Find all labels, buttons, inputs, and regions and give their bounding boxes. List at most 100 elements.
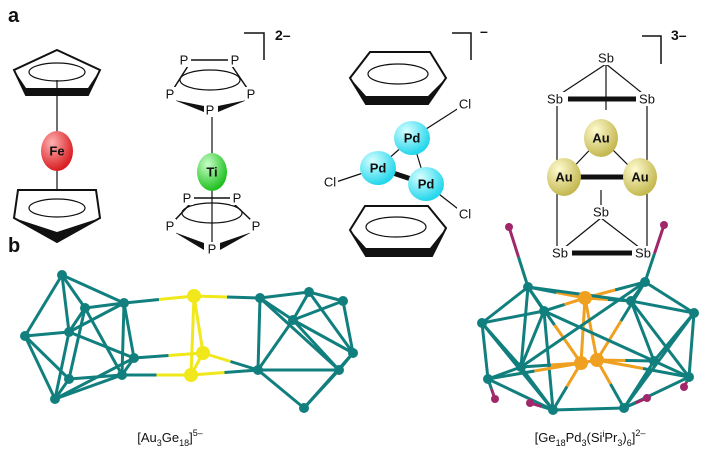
bond (256, 319, 295, 371)
iron-atom (41, 131, 73, 171)
bond (520, 280, 646, 369)
ge-atom (539, 306, 549, 316)
charge-bracket (452, 32, 472, 60)
bond (256, 297, 262, 371)
bond (192, 295, 205, 354)
charge-label: 2– (275, 27, 291, 43)
bond (487, 377, 554, 412)
bond (67, 307, 87, 380)
formula-au3ge18: [Au3Ge18]5– (137, 428, 203, 448)
ge-atom (548, 405, 558, 415)
bond (596, 358, 644, 370)
bond (226, 295, 261, 300)
gold-atom (623, 158, 657, 196)
ge-atom (523, 282, 533, 292)
ge-atom (516, 362, 526, 372)
ge-atom (253, 365, 263, 375)
phosphorus-label: P (208, 242, 217, 257)
bond (292, 299, 344, 322)
bond (61, 273, 125, 305)
au-atom (187, 289, 201, 303)
gold-label: Au (631, 170, 648, 185)
bond (519, 310, 546, 368)
bond (653, 359, 690, 379)
ge-atom (64, 374, 74, 384)
ge-atom (477, 318, 487, 328)
phosphorus-label: P (247, 87, 256, 102)
antimony-label: Sb (635, 246, 651, 261)
bond (133, 354, 169, 360)
si-atom (643, 394, 651, 402)
phosphorus-label: P (233, 191, 242, 206)
au3ge18-cluster (20, 270, 358, 413)
bond (517, 256, 530, 288)
phosphorus-label: P (180, 53, 189, 68)
panel-label-b: b (8, 235, 20, 257)
ge-atom (684, 372, 694, 382)
pd-atom (578, 291, 592, 305)
bond (643, 253, 656, 283)
bond (341, 300, 355, 354)
bond (614, 280, 646, 292)
bond (534, 361, 582, 373)
ge-atom (64, 327, 74, 337)
bond (258, 296, 341, 372)
bond (622, 312, 696, 409)
bond (54, 373, 123, 401)
pd-atom (590, 353, 604, 367)
bond (60, 274, 87, 309)
palladium-atom (394, 121, 430, 155)
bond (579, 297, 587, 364)
ge-atom (334, 365, 344, 375)
si-atom (505, 223, 513, 231)
bond (23, 274, 64, 337)
bond (644, 280, 695, 315)
bond (24, 330, 70, 338)
bond (583, 297, 599, 361)
palladium-atom (360, 151, 396, 185)
si-atom (526, 399, 534, 407)
bond (307, 291, 355, 354)
antimony-label: Sb (593, 205, 609, 220)
ge-atom (255, 293, 265, 303)
bond (653, 224, 666, 254)
si-atom (660, 221, 668, 229)
palladium-label: Pd (370, 161, 387, 176)
bond (553, 324, 583, 364)
bond (629, 300, 691, 378)
pd-atom (574, 356, 588, 370)
ge-atom (649, 356, 659, 366)
bond (642, 367, 690, 379)
ferrocene-structure: Fe (12, 48, 102, 244)
bond (520, 363, 552, 369)
bond (84, 301, 125, 310)
phosphorus-label: P (231, 53, 240, 68)
benzene-ring-bottom (348, 205, 448, 257)
bond (480, 322, 490, 380)
ge-atom (57, 270, 67, 280)
palladium-label: Pd (418, 177, 435, 192)
ge-atom (50, 394, 60, 404)
bond (302, 352, 355, 409)
ge-atom (299, 403, 309, 413)
benzene-ring-top (348, 51, 448, 105)
phosphorus-label: P (206, 103, 215, 118)
bond (54, 356, 135, 401)
ge18pd3-cluster (477, 221, 699, 415)
ge-atom (483, 374, 493, 384)
au-atom (196, 346, 210, 360)
bond (629, 300, 656, 362)
bond (53, 331, 71, 400)
bond (526, 286, 556, 326)
charge-bracket (244, 32, 265, 60)
palladium-label: Pd (404, 131, 421, 146)
ge-atom (626, 296, 636, 306)
titanium-label: Ti (206, 165, 217, 180)
ge-atom (288, 315, 298, 325)
bond (481, 309, 545, 325)
titanium-atom (197, 153, 227, 191)
charge-bracket (642, 35, 662, 64)
